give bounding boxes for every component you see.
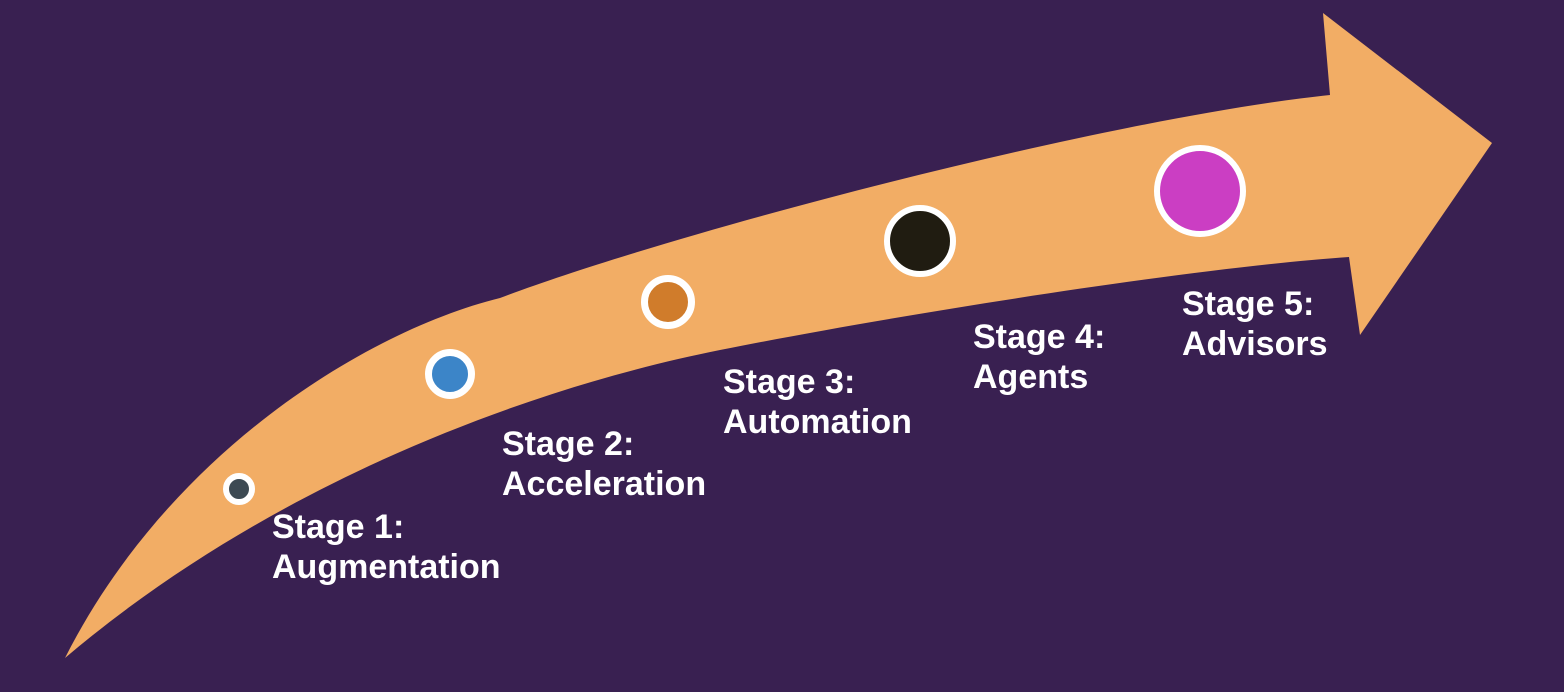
stage-4-label-name: Agents [973, 358, 1089, 396]
growth-arrow-shape [65, 13, 1492, 658]
stage-4-marker-circle [884, 205, 956, 277]
stage-4-label-title: Stage 4: [973, 318, 1106, 356]
stage-3-label-name: Automation [723, 403, 912, 441]
stage-1-label-title: Stage 1: [272, 508, 405, 546]
stage-1-label: Stage 1: Augmentation [272, 507, 501, 587]
stage-3-marker-circle [641, 275, 695, 329]
stage-2-marker-circle [425, 349, 475, 399]
stage-5-label-name: Advisors [1182, 325, 1328, 363]
stage-5-label: Stage 5: Advisors [1182, 284, 1328, 364]
stage-5-marker-circle [1154, 145, 1246, 237]
stage-1-label-name: Augmentation [272, 548, 501, 586]
stage-5-label-title: Stage 5: [1182, 285, 1315, 323]
stage-1-marker-circle [223, 473, 255, 505]
stage-3-label: Stage 3: Automation [723, 362, 912, 442]
stage-2-label: Stage 2: Acceleration [502, 424, 706, 504]
stage-2-label-name: Acceleration [502, 465, 707, 503]
stage-2-label-title: Stage 2: [502, 425, 635, 463]
stage-4-label: Stage 4: Agents [973, 317, 1105, 397]
stage-3-label-title: Stage 3: [723, 363, 856, 401]
